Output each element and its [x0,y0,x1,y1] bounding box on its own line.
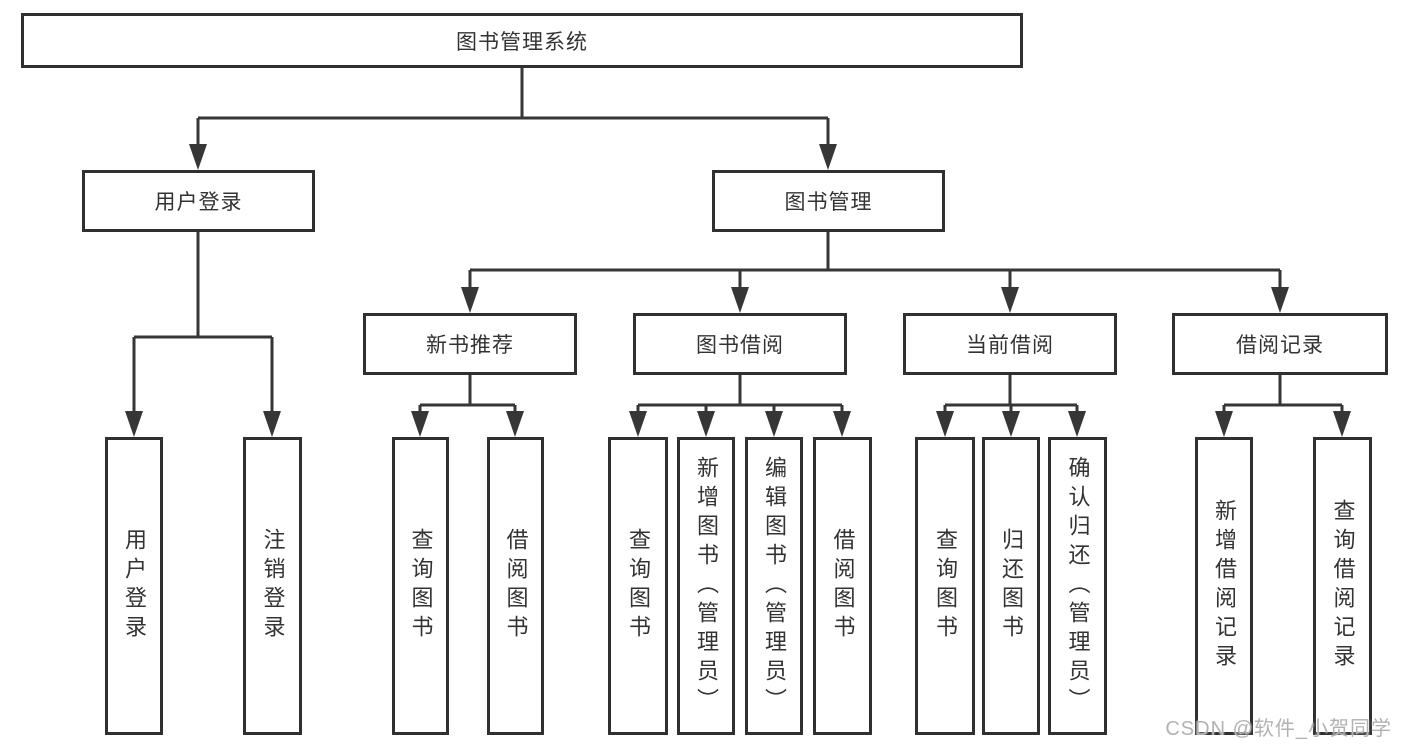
leaf-borrow-borrow-books-label: 借阅图书 [830,528,856,644]
leaf-current-return-books-label: 归还图书 [999,528,1024,644]
leaf-current-confirm-return-admin-label: 确认归还（管理员） [1065,455,1091,717]
leaf-borrow-edit-books-admin-label: 编辑图书（管理员） [762,455,787,717]
node-current-borrow: 当前借阅 [903,313,1117,375]
leaf-current-confirm-return-admin: 确认归还（管理员） [1048,437,1107,735]
leaf-current-query-books: 查询图书 [915,437,975,735]
leaf-borrow-edit-books-admin: 编辑图书（管理员） [745,437,803,735]
node-library-management-system: 图书管理系统 [21,13,1023,68]
leaf-user-login: 用户登录 [105,437,163,735]
leaf-current-return-books: 归还图书 [982,437,1040,735]
leaf-borrow-query-books-label: 查询图书 [626,528,651,644]
leaf-borrow-query-books: 查询图书 [608,437,668,735]
leaf-newbook-borrow-books: 借阅图书 [487,437,544,735]
leaf-records-add-record: 新增借阅记录 [1195,437,1253,735]
leaf-borrow-add-books-admin-label: 新增图书（管理员） [694,455,719,717]
leaf-current-query-books-label: 查询图书 [933,528,958,644]
leaf-borrow-borrow-books: 借阅图书 [813,437,872,735]
node-book-borrow: 图书借阅 [633,313,847,375]
leaf-newbook-query-books: 查询图书 [392,437,449,735]
csdn-watermark: CSDN @软件_小贺同学 [1165,718,1392,740]
node-book-management: 图书管理 [712,170,945,232]
leaf-user-login-label: 用户登录 [122,528,147,644]
leaf-user-logout: 注销登录 [243,437,302,735]
leaf-records-query-record-label: 查询借阅记录 [1330,499,1356,673]
leaf-records-query-record: 查询借阅记录 [1313,437,1372,735]
node-user-login: 用户登录 [82,170,315,232]
leaf-borrow-add-books-admin: 新增图书（管理员） [677,437,735,735]
leaf-newbook-borrow-books-label: 借阅图书 [503,528,529,644]
leaf-newbook-query-books-label: 查询图书 [408,528,434,644]
node-new-book-recommend: 新书推荐 [363,313,577,375]
leaf-user-logout-label: 注销登录 [260,528,286,644]
node-borrow-records: 借阅记录 [1172,313,1388,375]
leaf-records-add-record-label: 新增借阅记录 [1212,499,1237,673]
